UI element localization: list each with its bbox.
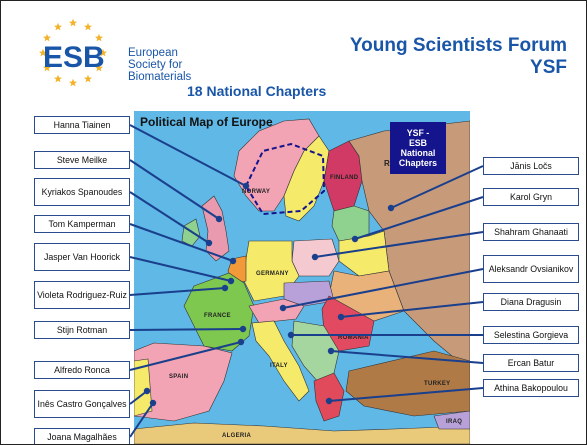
name-box-steve-meilke: Steve Meilke xyxy=(34,151,130,169)
esb-name-line2: Society for xyxy=(128,59,183,71)
land-italy xyxy=(251,320,310,402)
name-box-diana-dragusin: Diana Dragusin xyxy=(483,293,579,311)
name-box-alfredo-ronca: Alfredo Ronca xyxy=(34,361,130,379)
name-box-shahram-ghanaati: Shahram Ghanaati xyxy=(483,223,579,241)
logo-star xyxy=(99,48,107,57)
name-box-hanna-tiainen: Hanna Tiainen xyxy=(34,116,130,134)
name-box-ines-castro-goncalves: Inês Castro Gonçalves xyxy=(34,390,130,418)
esb-name-line1: European xyxy=(128,47,178,59)
land-iraq xyxy=(433,410,470,430)
logo-star xyxy=(54,22,62,31)
name-box-janis-locs: Jānis Ločs xyxy=(483,157,579,175)
title-line1: Young Scientists Forum xyxy=(349,35,567,56)
slide-subtitle: 18 National Chapters xyxy=(187,83,327,99)
slide-title: Young Scientists Forum YSF xyxy=(350,35,567,79)
logo-star xyxy=(95,63,103,72)
name-box-joana-magalhaes: Joana Magalhães xyxy=(34,428,130,444)
label-romania: ROMANIA xyxy=(338,335,369,341)
label-iraq: IRAQ xyxy=(446,419,463,425)
name-box-violeta-rodriguez-ruiz: Violeta Rodriguez-Ruiz xyxy=(34,281,130,309)
star-ring-icon xyxy=(39,18,107,87)
logo-star xyxy=(43,63,51,72)
esb-name-line3: Biomaterials xyxy=(128,71,192,83)
map-title: Political Map of Europe xyxy=(140,115,273,129)
name-box-jasper-van-hoorick: Jasper Van Hoorick xyxy=(34,243,130,271)
esb-name: European Society for Biomaterials xyxy=(128,47,191,83)
land-turkey xyxy=(345,350,470,417)
name-box-stijn-rotman: Stijn Rotman xyxy=(34,321,130,339)
name-box-athina-bakopoulou: Athina Bakopoulou xyxy=(483,379,579,397)
name-box-selestina-gorgieva: Selestina Gorgieva xyxy=(483,326,579,344)
label-italy: ITALY xyxy=(270,363,288,369)
title-line2: YSF xyxy=(530,57,567,78)
label-finland: FINLAND xyxy=(330,175,359,181)
chapters-box: YSF - ESB National Chapters xyxy=(390,122,446,174)
logo-star xyxy=(69,78,77,87)
name-box-kyriakos-spanoudes: Kyriakos Spanoudes xyxy=(34,178,130,206)
land-uk xyxy=(201,195,230,262)
land-north-africa xyxy=(134,422,470,444)
esb-logo: ESB European Society for Biomaterials xyxy=(31,7,191,87)
logo-star xyxy=(95,33,103,42)
name-box-tom-kamperman: Tom Kamperman xyxy=(34,215,130,233)
label-algeria: ALGERIA xyxy=(222,433,252,439)
logo-star xyxy=(84,74,92,83)
logo-star xyxy=(54,74,62,83)
logo-star xyxy=(69,18,77,27)
esb-acronym: ESB xyxy=(43,41,105,74)
name-box-karol-gryn: Karol Gryn xyxy=(483,188,579,206)
land-ireland xyxy=(181,218,201,247)
logo-star xyxy=(39,48,47,57)
label-norway: NORWAY xyxy=(242,189,271,195)
label-spain: SPAIN xyxy=(169,374,189,380)
land-france xyxy=(183,272,255,352)
logo-star xyxy=(43,33,51,42)
logo-star xyxy=(84,22,92,31)
label-turkey: TURKEY xyxy=(424,381,451,387)
name-box-ercan-batur: Ercan Batur xyxy=(483,354,579,372)
land-baltics xyxy=(331,205,370,242)
name-box-aleksandr-ovsianikov: Aleksandr Ovsianikov xyxy=(483,255,579,283)
land-greece xyxy=(313,372,345,422)
label-france: FRANCE xyxy=(204,313,231,319)
label-germany: GERMANY xyxy=(256,271,289,277)
land-poland xyxy=(291,238,340,277)
esb-logo-mark: ESB xyxy=(39,18,107,87)
